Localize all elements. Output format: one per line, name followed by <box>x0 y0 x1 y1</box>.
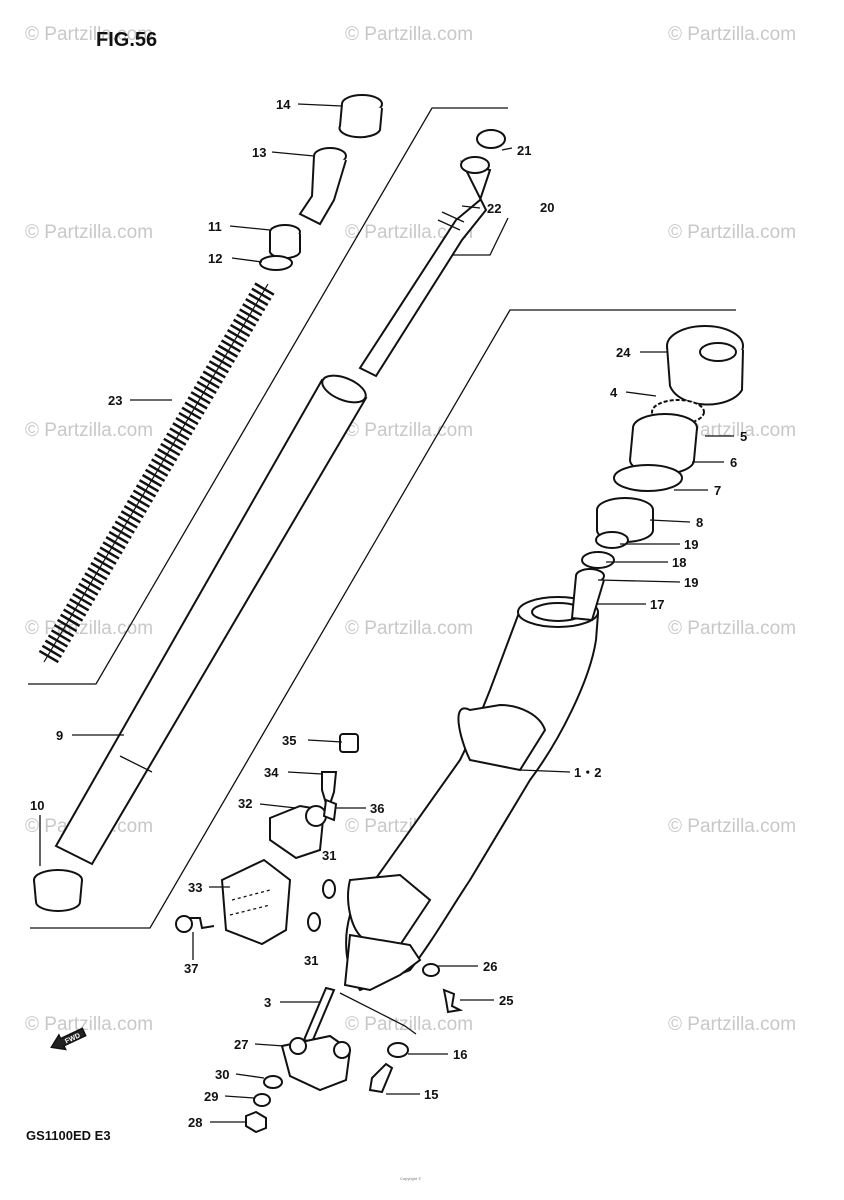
callout-30: 30 <box>215 1067 229 1082</box>
callout-32: 32 <box>238 796 252 811</box>
callout-21: 21 <box>517 143 531 158</box>
outer-tube-bracket <box>30 309 736 929</box>
watermark: © Partzilla.com <box>25 222 153 243</box>
callout-7: 7 <box>714 483 721 498</box>
callout-1-2: 1・2 <box>574 765 601 780</box>
watermark: © Partzilla.com <box>668 222 796 243</box>
callout-31-upper: 31 <box>322 848 336 863</box>
callout-27: 27 <box>234 1037 248 1052</box>
callout-14: 14 <box>276 97 291 112</box>
inner-tube <box>54 374 368 866</box>
watermark: © Partzilla.com <box>25 618 153 639</box>
watermark: © Partzilla.com <box>345 24 473 45</box>
watermark: © Partzilla.com <box>25 420 153 441</box>
axle-clamp-parts <box>245 963 464 1134</box>
leader-lines <box>39 103 734 1123</box>
callout-17: 17 <box>650 597 664 612</box>
callout-19-lower: 19 <box>684 575 698 590</box>
watermark: © Partzilla.com <box>668 1014 796 1035</box>
watermark: © Partzilla.com <box>668 420 796 441</box>
callout-20: 20 <box>540 200 554 215</box>
outer-tube <box>343 596 600 992</box>
callout-10: 10 <box>30 798 44 813</box>
group-brackets <box>28 107 736 1035</box>
watermark-layer: © Partzilla.com © Partzilla.com © Partzi… <box>25 24 796 1035</box>
watermark: © Partzilla.com <box>668 816 796 837</box>
top-cap-parts <box>259 94 383 271</box>
callout-16: 16 <box>453 1047 467 1062</box>
callout-28: 28 <box>188 1115 202 1130</box>
callout-33: 33 <box>188 880 202 895</box>
callout-31-lower: 31 <box>304 953 318 968</box>
fork-spring <box>38 282 275 664</box>
watermark: © Partzilla.com <box>345 420 473 441</box>
callout-labels: 14 13 11 12 21 22 20 23 24 4 5 6 7 8 19 … <box>30 97 747 1130</box>
callout-3: 3 <box>264 995 271 1010</box>
callout-34: 34 <box>264 765 279 780</box>
watermark: © Partzilla.com <box>668 618 796 639</box>
callout-29: 29 <box>204 1089 218 1104</box>
callout-37: 37 <box>184 961 198 976</box>
lower-bracket-line <box>339 992 417 1035</box>
watermark: © Partzilla.com <box>345 1014 473 1035</box>
callout-25: 25 <box>499 993 513 1008</box>
caliper-mount-parts <box>175 733 359 946</box>
callout-13: 13 <box>252 145 266 160</box>
callout-26: 26 <box>483 959 497 974</box>
watermark: © Partzilla.com <box>25 24 153 45</box>
watermark: © Partzilla.com <box>668 24 796 45</box>
callout-5: 5 <box>740 429 747 444</box>
callout-35: 35 <box>282 733 296 748</box>
callout-9: 9 <box>56 728 63 743</box>
callout-11: 11 <box>208 219 222 234</box>
figure-title: FIG.56 <box>96 29 157 51</box>
callout-6: 6 <box>730 455 737 470</box>
callout-22: 22 <box>487 201 501 216</box>
watermark: © Partzilla.com <box>345 618 473 639</box>
watermark: © Partzilla.com <box>345 222 473 243</box>
inner-tube-bracket <box>28 107 508 685</box>
callout-24: 24 <box>616 345 631 360</box>
callout-18: 18 <box>672 555 686 570</box>
footer-copyright: Copyright © <box>400 1176 421 1181</box>
callout-8: 8 <box>696 515 703 530</box>
callout-15: 15 <box>424 1087 438 1102</box>
model-code: GS1100ED E3 <box>26 1128 111 1143</box>
oil-seal <box>33 869 83 912</box>
callout-4: 4 <box>610 385 618 400</box>
callout-36: 36 <box>370 801 384 816</box>
callout-12: 12 <box>208 251 222 266</box>
callout-23: 23 <box>108 393 122 408</box>
damper-rod-bracket <box>436 217 509 256</box>
callout-19-upper: 19 <box>684 537 698 552</box>
watermark: © Partzilla.com <box>25 1014 153 1035</box>
damper-rod <box>358 129 506 378</box>
seal-stack <box>570 325 744 622</box>
